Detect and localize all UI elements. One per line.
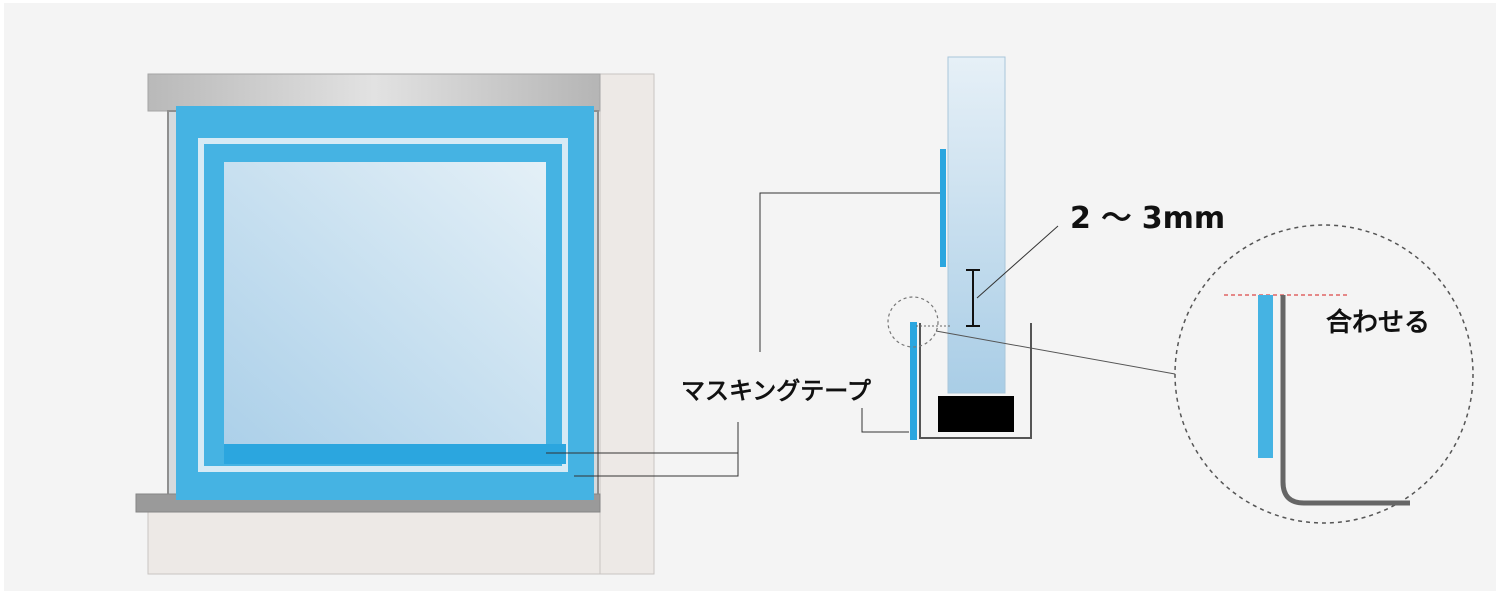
cross-section-view — [887, 56, 1032, 440]
tape-label: マスキングテープ — [681, 377, 872, 405]
detail-circle-small — [887, 296, 939, 348]
gap-label: 2 〜 3mm — [1070, 201, 1225, 236]
wall-below — [147, 509, 601, 575]
gap-leader-line — [976, 225, 1059, 299]
window-front-view — [135, 73, 655, 575]
tape-leader-upper — [759, 192, 940, 352]
align-label: 合わせる — [1326, 307, 1430, 338]
detail-frame-edge — [1280, 295, 1410, 506]
magnify-leader-line — [935, 330, 1176, 375]
lintel — [147, 73, 601, 112]
tape-leader-lower — [861, 408, 909, 433]
window-glass — [224, 162, 546, 444]
tape-leader-front — [574, 422, 739, 477]
magnified-detail: 合わせる — [1174, 224, 1474, 524]
section-tape-upper — [940, 149, 946, 267]
detail-circle-large — [1174, 224, 1474, 524]
section-sash-block — [938, 396, 1014, 432]
section-glass — [947, 56, 1006, 394]
tape-label-group: マスキングテープ — [546, 192, 940, 477]
masking-tape-bottom-strip — [224, 444, 566, 464]
section-tape-lower — [910, 322, 917, 440]
section-channel — [919, 323, 1032, 439]
detail-tape — [1258, 295, 1273, 458]
wall-right — [599, 73, 655, 575]
